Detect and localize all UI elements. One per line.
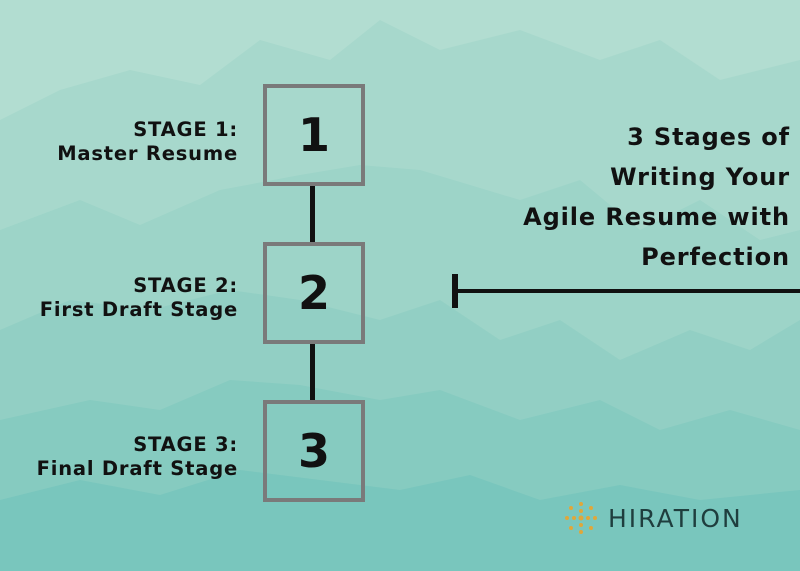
pointer-line	[455, 289, 800, 293]
stage-3-label: STAGE 3: Final Draft Stage	[0, 433, 238, 481]
title-line-2: Writing Your	[610, 163, 790, 191]
stage-3-box: 3	[263, 400, 365, 502]
connector-1-2	[310, 186, 315, 242]
stage-2-name: First Draft Stage	[39, 298, 238, 321]
stage-2-box: 2	[263, 242, 365, 344]
stage-3-name: Final Draft Stage	[36, 457, 238, 480]
page-title: 3 Stages of Writing Your Agile Resume wi…	[470, 117, 790, 277]
dot-star-icon	[565, 502, 597, 534]
stage-1-heading: STAGE 1:	[133, 118, 238, 141]
hiration-logo: HIRATION	[564, 501, 743, 535]
title-line-4: Perfection	[641, 243, 790, 271]
stage-3-number: 3	[297, 424, 330, 478]
stage-2-number: 2	[297, 266, 330, 320]
connector-2-3	[310, 344, 315, 400]
stage-3-heading: STAGE 3:	[133, 433, 238, 456]
pointer-cap	[452, 274, 458, 308]
stage-2-label: STAGE 2: First Draft Stage	[0, 274, 238, 322]
stage-1-name: Master Resume	[57, 142, 238, 165]
title-line-3: Agile Resume with	[523, 203, 790, 231]
stage-1-number: 1	[297, 108, 330, 162]
stage-1-label: STAGE 1: Master Resume	[0, 118, 238, 166]
logo-text: HIRATION	[608, 503, 743, 533]
title-line-1: 3 Stages of	[627, 123, 790, 151]
stage-2-heading: STAGE 2:	[133, 274, 238, 297]
stage-1-box: 1	[263, 84, 365, 186]
